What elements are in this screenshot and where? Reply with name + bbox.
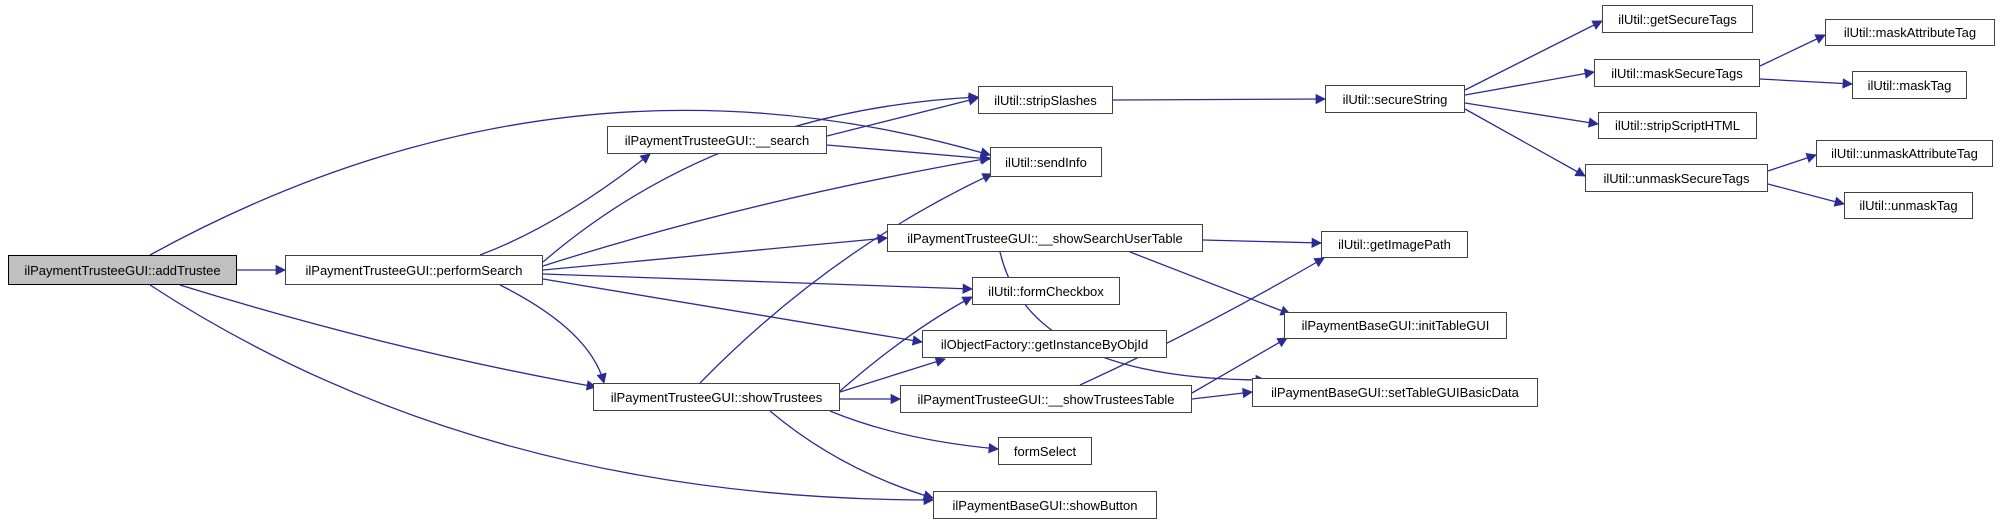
node-search[interactable]: ilPaymentTrusteeGUI::__search	[607, 126, 827, 154]
edge-showTrusteesTable-to-initTableGUI	[1191, 337, 1288, 394]
node-sendInfo[interactable]: ilUtil::sendInfo	[990, 147, 1102, 177]
edge-addTrustee-to-showButton	[149, 284, 935, 506]
edge-search-to-stripSlashes	[826, 95, 980, 137]
edge-showSearchUserTable-to-getImagePath	[1202, 237, 1323, 248]
edge-showSearchUserTable-to-initTableGUI	[1129, 251, 1291, 316]
node-addTrustee: ilPaymentTrusteeGUI::addTrustee	[8, 255, 237, 285]
edge-stripSlashes-to-secureString	[1112, 93, 1327, 105]
node-unmaskAttributeTag[interactable]: ilUtil::unmaskAttributeTag	[1816, 140, 1993, 167]
node-stripScriptHTML[interactable]: ilUtil::stripScriptHTML	[1598, 112, 1757, 139]
node-maskAttributeTag[interactable]: ilUtil::maskAttributeTag	[1825, 19, 1995, 46]
node-getImagePath[interactable]: ilUtil::getImagePath	[1321, 231, 1468, 258]
edge-secureString-to-maskSecureTags	[1464, 68, 1596, 96]
node-formCheckbox[interactable]: ilUtil::formCheckbox	[972, 277, 1120, 305]
edge-maskSecureTags-to-maskAttributeTag	[1759, 34, 1826, 67]
node-setTableGUIBasicData[interactable]: ilPaymentBaseGUI::setTableGUIBasicData	[1252, 378, 1538, 407]
node-stripSlashes[interactable]: ilUtil::stripSlashes	[978, 86, 1113, 114]
node-maskTag[interactable]: ilUtil::maskTag	[1852, 71, 1967, 99]
node-getInstanceByObjId[interactable]: ilObjectFactory::getInstanceByObjId	[922, 330, 1167, 358]
edge-secureString-to-unmaskSecureTags	[1464, 108, 1586, 177]
node-unmaskTag[interactable]: ilUtil::unmaskTag	[1844, 192, 1973, 219]
node-getSecureTags[interactable]: ilUtil::getSecureTags	[1602, 5, 1753, 33]
edge-showTrustees-to-sendInfo	[699, 173, 993, 384]
edge-showTrusteesTable-to-getImagePath	[1079, 257, 1325, 386]
edge-performSearch-to-search	[479, 153, 651, 256]
edge-secureString-to-getSecureTags	[1464, 20, 1603, 91]
node-performSearch[interactable]: ilPaymentTrusteeGUI::performSearch	[285, 255, 543, 285]
node-showTrusteesTable[interactable]: ilPaymentTrusteeGUI::__showTrusteesTable	[900, 385, 1192, 413]
edge-secureString-to-stripScriptHTML	[1464, 102, 1600, 128]
edge-showTrustees-to-getInstanceByObjId	[839, 356, 946, 393]
node-formSelect[interactable]: formSelect	[998, 437, 1092, 465]
edge-showTrusteesTable-to-setTableGUIBasicData	[1191, 387, 1254, 400]
edge-showTrustees-to-formSelect	[829, 410, 1000, 454]
edge-search-to-sendInfo	[826, 144, 992, 164]
node-showTrustees[interactable]: ilPaymentTrusteeGUI::showTrustees	[593, 383, 840, 411]
edge-showTrustees-to-formCheckbox	[839, 296, 973, 392]
edge-performSearch-to-formCheckbox	[542, 273, 974, 294]
edge-performSearch-to-showTrustees	[499, 284, 607, 385]
edge-performSearch-to-getInstanceByObjId	[542, 278, 924, 346]
node-showButton[interactable]: ilPaymentBaseGUI::showButton	[933, 491, 1157, 519]
node-unmaskSecureTags[interactable]: ilUtil::unmaskSecureTags	[1585, 164, 1768, 192]
edge-performSearch-to-sendInfo	[542, 154, 992, 267]
node-showSearchUserTable[interactable]: ilPaymentTrusteeGUI::__showSearchUserTab…	[887, 224, 1203, 252]
edge-showTrustees-to-showButton	[769, 410, 934, 501]
edge-maskSecureTags-to-maskTag	[1759, 78, 1854, 89]
edge-unmaskSecureTags-to-unmaskTag	[1767, 183, 1846, 207]
node-maskSecureTags[interactable]: ilUtil::maskSecureTags	[1594, 59, 1760, 87]
node-secureString[interactable]: ilUtil::secureString	[1325, 85, 1465, 113]
node-initTableGUI[interactable]: ilPaymentBaseGUI::initTableGUI	[1284, 312, 1507, 339]
edge-addTrustee-to-showTrustees	[179, 284, 598, 391]
edge-performSearch-to-showSearchUserTable	[542, 233, 889, 271]
edge-unmaskSecureTags-to-unmaskAttributeTag	[1767, 153, 1817, 172]
